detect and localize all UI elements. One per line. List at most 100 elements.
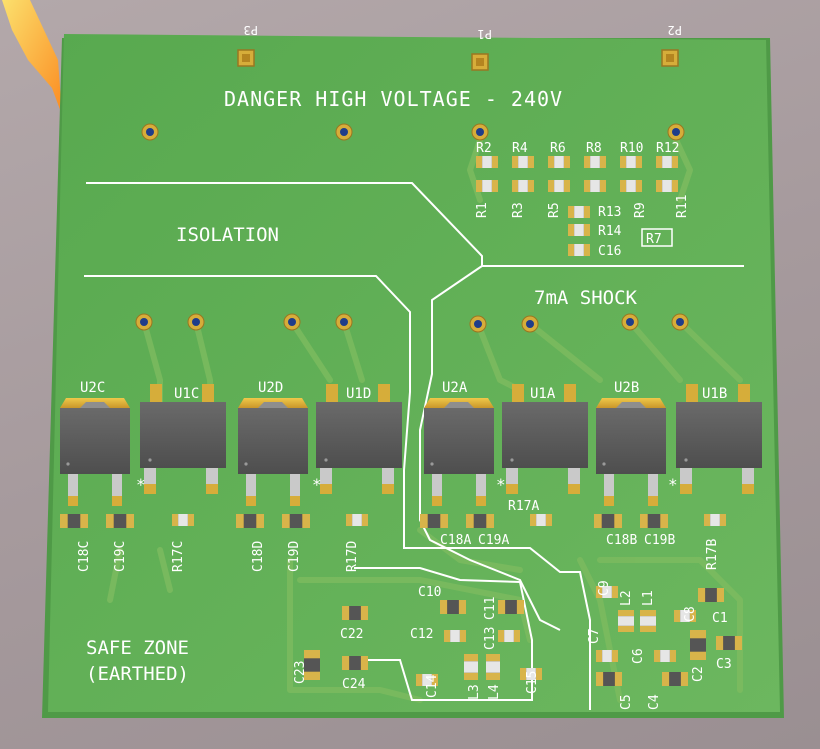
- ladder-bottom-2-pad-b: [563, 180, 570, 192]
- filter-small-3-pad-b: [535, 668, 542, 680]
- label-c12: C12: [410, 627, 433, 642]
- ic-u1d: [316, 384, 402, 494]
- ladder-bottom-3-pad-a: [584, 180, 591, 192]
- filter-small-3-mid: [526, 668, 536, 680]
- divider-chip-0-pad-a: [568, 206, 575, 218]
- label-c18b: C18B: [606, 533, 637, 548]
- cap-row-7: [640, 514, 668, 528]
- ic-u1b-pad-b: [742, 484, 754, 494]
- ladder-bottom-1: [512, 180, 534, 192]
- ic-u1d-pad-a: [320, 484, 332, 494]
- res-row-2-mid: [536, 514, 546, 526]
- ic-u2b-dot: [602, 462, 606, 466]
- high-voltage-warning: DANGER HIGH VOLTAGE - 240V: [224, 87, 563, 111]
- resistor-top-labels: R2 R4 R6 R8 R10 R12: [476, 141, 679, 156]
- via-hole-9: [526, 320, 534, 328]
- supply-cap-3-mid: [669, 672, 681, 686]
- filter-cap-3: [342, 656, 368, 670]
- supply-inductor-1-mid: [640, 616, 656, 626]
- ic-u1b: [676, 384, 762, 494]
- label-c8: C8: [683, 606, 698, 622]
- cap-row-1-mid: [113, 514, 127, 528]
- label-r17b: R17B: [705, 539, 720, 570]
- divider-chip-0: [568, 206, 590, 218]
- ic-u2c-pad-b: [112, 496, 122, 506]
- label-u2d: U2D: [258, 380, 283, 396]
- supply-small-1-pad-a: [596, 650, 603, 662]
- label-c2: C2: [691, 666, 706, 682]
- ladder-top-5-pad-b: [671, 156, 678, 168]
- label-c14: C14: [425, 674, 440, 698]
- filter-cap-3-pad-b: [360, 656, 368, 670]
- ladder-top-2-mid: [554, 156, 564, 168]
- label-c1: C1: [712, 611, 728, 626]
- supply-inductor-1-pad-a: [640, 610, 656, 617]
- supply-inductor-0-mid: [618, 616, 634, 626]
- safe-zone-label: SAFE ZONE: [86, 637, 189, 659]
- label-r5: R5: [547, 202, 562, 218]
- cap-row-7-pad-b: [660, 514, 668, 528]
- via-hole-4: [140, 318, 148, 326]
- ic-u2c-body: [60, 408, 130, 474]
- via-hole-11: [676, 318, 684, 326]
- supply-cap-2-pad-b: [614, 672, 622, 686]
- label-l1: L1: [641, 590, 656, 606]
- r7-outline: [641, 228, 673, 247]
- ladder-bottom-1-pad-b: [527, 180, 534, 192]
- label-c19d: C19D: [287, 541, 302, 572]
- ladder-top-5-mid: [662, 156, 672, 168]
- filter-cap-0-pad-b: [458, 600, 466, 614]
- filter-cap-0-pad-a: [440, 600, 448, 614]
- ladder-bottom-3: [584, 180, 606, 192]
- divider-chip-1: [568, 224, 590, 236]
- label-r17a: R17A: [508, 499, 539, 514]
- cap-row-5-mid: [473, 514, 487, 528]
- supply-c2-mid: [690, 638, 706, 652]
- filter-small-3-pad-a: [520, 668, 527, 680]
- filter-cap-3-pad-a: [342, 656, 350, 670]
- cap-row-0-pad-a: [60, 514, 68, 528]
- cap-row-3-pad-a: [282, 514, 290, 528]
- label-c18d: C18D: [251, 541, 266, 572]
- ic-u2a-pad-b: [476, 496, 486, 506]
- supply-small-3-pad-b: [689, 610, 696, 622]
- divider-chip-1-pad-a: [568, 224, 575, 236]
- label-r11: R11: [675, 195, 690, 218]
- filter-inductor-1: [486, 654, 500, 680]
- divider-chip-0-pad-b: [583, 206, 590, 218]
- label-r10: R10: [620, 141, 643, 156]
- connector-label-p1: P1: [478, 27, 492, 41]
- filter-inductor-0-pad-a: [464, 654, 478, 662]
- ladder-top-1-mid: [518, 156, 528, 168]
- cap-row-1-pad-b: [126, 514, 134, 528]
- res-row-0-mid: [178, 514, 188, 526]
- supply-inductor-0-pad-b: [618, 625, 634, 632]
- ladder-top-3-pad-a: [584, 156, 591, 168]
- ladder-top-3-mid: [590, 156, 600, 168]
- supply-cap-1: [716, 636, 742, 650]
- via-hole-10: [626, 318, 634, 326]
- ic-u1b-body: [676, 402, 762, 468]
- ic-u1a-pad-top-a: [512, 384, 524, 404]
- via-hole-5: [192, 318, 200, 326]
- label-l4: L4: [487, 684, 502, 700]
- ic-u1c-pad-top-b: [202, 384, 214, 404]
- ladder-bottom-0-pad-a: [476, 180, 483, 192]
- filter-cap-1-pad-b: [516, 600, 524, 614]
- label-c16: C16: [598, 244, 621, 259]
- ladder-top-4-mid: [626, 156, 636, 168]
- ladder-top-0-pad-b: [491, 156, 498, 168]
- ic-packages: [60, 384, 762, 506]
- filter-cap-2: [342, 606, 368, 620]
- label-u1d: U1D: [346, 386, 371, 402]
- ic-u2a-dot: [430, 462, 434, 466]
- label-u2b: U2B: [614, 380, 639, 396]
- filter-cap-3-mid: [349, 656, 361, 670]
- supply-labels: C9 L2 L1 C8 C1 C7 C6 C2 C3 C5 C4: [587, 580, 732, 710]
- ladder-top-0-pad-a: [476, 156, 483, 168]
- label-c19b: C19B: [644, 533, 675, 548]
- ic-u2c-lead-b: [112, 474, 122, 504]
- ladder-bottom-2-pad-a: [548, 180, 555, 192]
- supply-small-2: [654, 650, 676, 662]
- filter-small-1: [498, 630, 520, 642]
